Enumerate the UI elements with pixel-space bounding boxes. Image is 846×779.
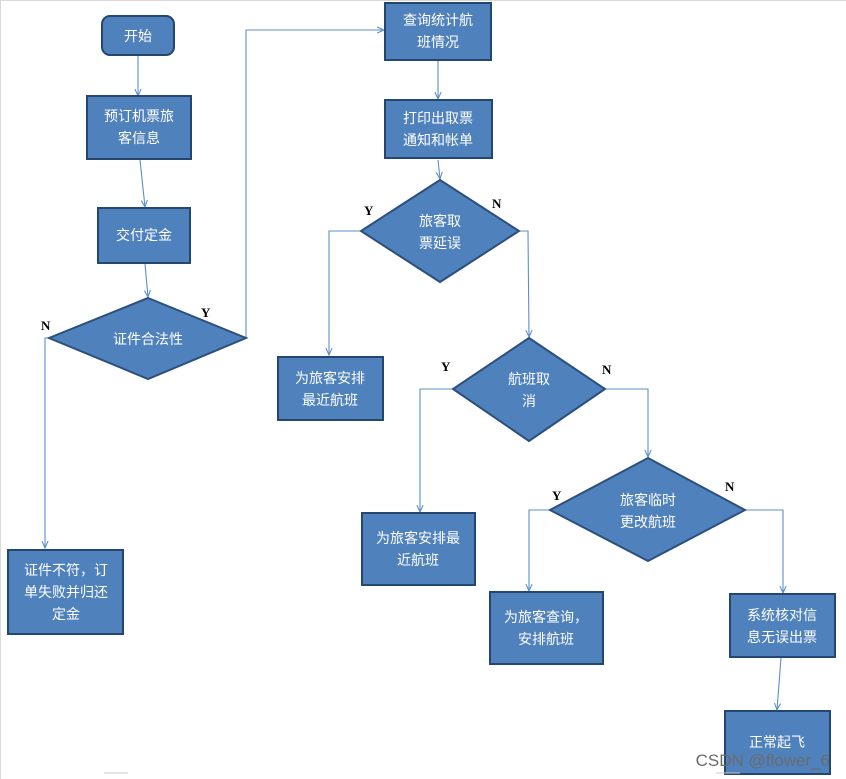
flight-change-diamond: 旅客临时更改航班 (547, 456, 748, 563)
ticket-delay-diamond-text: 旅客取票延误 (419, 213, 461, 252)
query-flights-node-text: 查询统计航班情况 (403, 13, 473, 51)
print-ticket-node: 打印出取票通知和帐单 (384, 99, 493, 159)
arrange-flight-3-node: 为旅客查询， 安排航班 (489, 591, 604, 665)
node-text-line: 预订机票旅 (104, 109, 174, 125)
edge-delay-yes-arrange1 (329, 230, 361, 355)
print-ticket-node-text: 打印出取票通知和帐单 (403, 110, 473, 149)
edge-cert-yes-query (245, 30, 384, 338)
node-text-line: 班情况 (417, 35, 459, 51)
delay-yes-label: Y (364, 203, 374, 218)
node-text-line: 开始 (124, 29, 152, 45)
edge-pay-cert (145, 263, 148, 297)
node-text-line: 证件合法性 (113, 332, 183, 348)
pay-deposit-node: 交付定金 (97, 207, 191, 264)
node-text-line: 打印出取票 (403, 110, 473, 127)
node-text-line: 查询统计航 (403, 13, 473, 29)
start-node-text: 开始 (124, 29, 152, 45)
node-text-line: 证件不符，订 (24, 563, 108, 579)
verify-ticket-node-text: 系统核对信息无误出票 (747, 608, 817, 646)
node-text-line: 近航班 (397, 553, 439, 569)
edge-cancel-no-change (605, 388, 648, 457)
node-text-line: 客信息 (118, 130, 160, 147)
arrange-flight-1-node: 为旅客安排最近航班 (277, 356, 384, 421)
query-flights-node: 查询统计航班情况 (384, 2, 492, 61)
edge-delay-no-cancel (519, 230, 529, 337)
change-no-label: N (725, 479, 735, 494)
watermark-text: CSDN @flower_6 (696, 751, 830, 770)
book-info-node-text: 预订机票旅客信息 (104, 109, 174, 147)
edge-change-no-verify (745, 509, 783, 593)
node-text-line: 通知和帐单 (403, 132, 473, 149)
takeoff-node-text: 正常起飞 (749, 735, 805, 751)
node-text-line: 息无误出票 (747, 629, 817, 646)
node-text-line: 为旅客查询， (504, 609, 588, 626)
cert-check-diamond: 证件合法性 (46, 296, 249, 381)
flight-change-diamond-text: 旅客临时更改航班 (620, 492, 676, 531)
cert-check-diamond-text: 证件合法性 (113, 332, 183, 348)
cancel-yes-label: Y (441, 359, 451, 374)
flight-cancel-diamond-text: 航班取消 (508, 372, 550, 410)
change-yes-label: Y (552, 488, 562, 503)
edge-cancel-yes-arrange2 (420, 388, 453, 512)
node-text-line: 航班取 (508, 372, 550, 388)
edge-change-yes-arrange3 (529, 509, 550, 591)
cert-no-label: N (41, 318, 51, 333)
node-text-line: 票延误 (419, 236, 461, 252)
arrange-flight-3-node-text: 为旅客查询， 安排航班 (504, 609, 588, 648)
edge-print-delay (438, 159, 440, 179)
flight-cancel-diamond: 航班取消 (451, 336, 607, 443)
cert-yes-label: Y (201, 305, 211, 320)
node-text-line: 单失败并归还 (24, 584, 108, 601)
pay-deposit-node-text: 交付定金 (116, 227, 172, 244)
verify-ticket-node: 系统核对信息无误出票 (729, 593, 836, 658)
cert-fail-node: 证件不符，订单失败并归还定金 (7, 549, 124, 635)
node-text-line: 最近航班 (302, 393, 358, 409)
node-text-line: 安排航班 (518, 632, 574, 648)
node-text-line: 正常起飞 (749, 735, 805, 751)
ticket-delay-diamond: 旅客取票延误 (359, 178, 521, 284)
node-text-line: 更改航班 (620, 515, 676, 531)
cancel-no-label: N (602, 362, 612, 377)
delay-no-label: N (492, 196, 502, 211)
node-text-line: 为旅客安排最 (376, 530, 460, 547)
node-text-line: 为旅客安排 (295, 370, 365, 387)
node-text-line: 系统核对信 (747, 608, 817, 624)
node-text-line: 旅客临时 (620, 492, 676, 509)
node-text-line: 定金 (52, 607, 80, 623)
node-text-line: 交付定金 (116, 227, 172, 244)
cert-fail-node-text: 证件不符，订单失败并归还定金 (24, 563, 108, 623)
takeoff-node: 正常起飞 (724, 710, 831, 775)
arrange-flight-1-node-text: 为旅客安排最近航班 (295, 370, 365, 409)
node-text-line: 旅客取 (419, 213, 461, 230)
branch-labels: Y N Y N Y N Y N (41, 196, 735, 503)
arrange-flight-2-node: 为旅客安排最近航班 (361, 512, 476, 586)
node-text-line: 消 (522, 394, 536, 410)
edge-cert-no-fail (45, 337, 49, 548)
arrange-flight-2-node-text: 为旅客安排最近航班 (376, 530, 460, 569)
book-info-node: 预订机票旅客信息 (86, 95, 192, 160)
edge-verify-takeoff (777, 657, 782, 710)
start-node: 开始 (101, 15, 175, 56)
edge-book-pay (139, 159, 145, 207)
